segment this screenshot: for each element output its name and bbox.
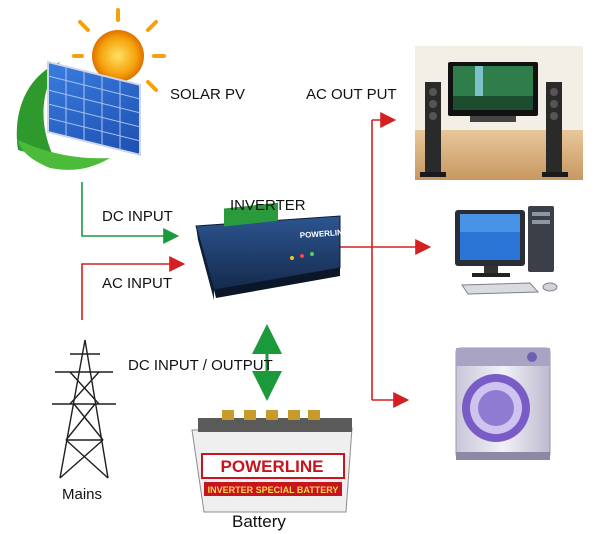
dc-io-label: DC INPUT / OUTPUT xyxy=(128,357,273,374)
transmission-tower-icon xyxy=(52,339,116,479)
solar-pv-illustration xyxy=(16,8,166,170)
ac-output-label: AC OUT PUT xyxy=(306,86,397,103)
inverter-brand: POWERLINE xyxy=(300,228,350,240)
battery-label: Battery xyxy=(232,512,286,531)
battery-subtitle: INVERTER SPECIAL BATTERY xyxy=(208,485,339,495)
ac-input-label: AC INPUT xyxy=(102,275,173,292)
dc-input-arrow xyxy=(81,182,180,244)
washing-machine-image xyxy=(455,347,551,460)
tv-home-theater-image xyxy=(415,46,583,180)
ac-output-arrows xyxy=(338,112,432,408)
dc-input-label: DC INPUT xyxy=(102,208,173,225)
inverter-label: INVERTER xyxy=(230,197,306,214)
ac-input-arrow xyxy=(81,256,186,320)
desktop-computer-image xyxy=(455,206,558,295)
mains-label: Mains xyxy=(62,486,103,503)
battery-image: POWERLINE INVERTER SPECIAL BATTERY xyxy=(191,410,353,513)
sun-icon xyxy=(72,8,166,92)
inverter-unit: POWERLINE xyxy=(195,202,350,300)
solar-panel-icon xyxy=(47,60,141,157)
solar-pv-label: SOLAR PV xyxy=(170,86,246,103)
battery-brand: POWERLINE xyxy=(221,457,324,476)
